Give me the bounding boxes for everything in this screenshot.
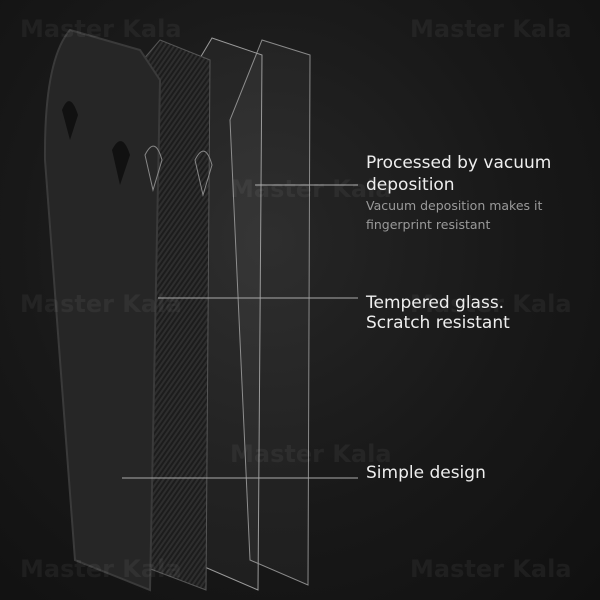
watermark: Master Kala [20, 290, 182, 318]
case-frame [43, 28, 162, 592]
watermark: Master Kala [410, 290, 572, 318]
watermark: Master Kala [410, 555, 572, 583]
feature-title: Processed by vacuum [366, 153, 552, 173]
camera-cutout [62, 101, 78, 140]
watermark: Master Kala [230, 175, 392, 203]
feature-title: Tempered glass. [366, 293, 505, 313]
feature-subtitle: Vacuum deposition makes it [366, 198, 543, 213]
watermark: Master Kala [20, 15, 182, 43]
watermark: Master Kala [410, 15, 572, 43]
feature-title: deposition [366, 175, 455, 195]
watermark: Master Kala [230, 440, 392, 468]
feature-subtitle: fingerprint resistant [366, 217, 491, 232]
feature-title: Scratch resistant [366, 313, 510, 333]
feature-title: Simple design [366, 463, 486, 483]
glass-layer-back [229, 39, 311, 586]
watermark: Master Kala [20, 555, 182, 583]
